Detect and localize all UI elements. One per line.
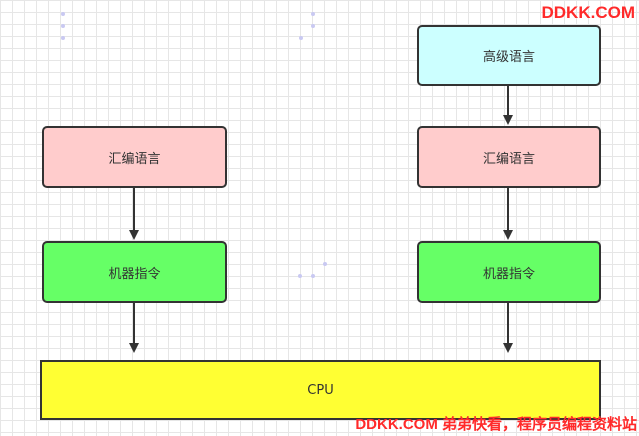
- watermark-bottom: DDKK.COM 弟弟快看，程序员编程资料站: [355, 416, 637, 433]
- watermark-top: DDKK.COM: [541, 3, 636, 22]
- node-label: 高级语言: [482, 50, 535, 65]
- node-label: 机器指令: [108, 266, 161, 282]
- decor-dot: [299, 36, 303, 40]
- assembly-language-node-right: 汇编语言: [417, 126, 601, 188]
- decor-dot: [61, 24, 65, 28]
- node-label: 汇编语言: [482, 151, 535, 167]
- node-label: CPU: [307, 382, 334, 398]
- decor-dot: [323, 262, 327, 266]
- high-level-language-node: 高级语言: [417, 25, 601, 86]
- machine-instruction-node-left: 机器指令: [42, 241, 227, 303]
- machine-instruction-node-right: 机器指令: [417, 241, 601, 303]
- assembly-language-node-left: 汇编语言: [42, 126, 227, 188]
- decor-dot: [61, 12, 65, 16]
- decor-dot: [311, 24, 315, 28]
- decor-dot: [311, 274, 315, 278]
- node-label: 机器指令: [482, 266, 535, 282]
- node-label: 汇编语言: [108, 151, 161, 167]
- decor-dot: [298, 274, 302, 278]
- cpu-node: CPU: [40, 360, 601, 420]
- decor-dot: [61, 36, 65, 40]
- decor-dot: [311, 12, 315, 16]
